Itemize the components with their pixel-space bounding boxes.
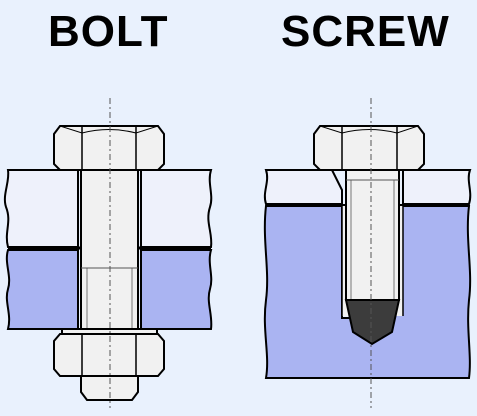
screw-shank: [345, 169, 400, 301]
bolt-bottom-plate-right: [140, 249, 213, 330]
bolt-bottom-plate: [5, 249, 79, 330]
screw-top-plate: [263, 169, 343, 205]
bolt-top-plate: [3, 169, 79, 248]
screw-top-plate-right: [402, 169, 472, 205]
screw-title: SCREW: [281, 7, 450, 56]
screw-assembly: [263, 98, 472, 408]
screw-head: [313, 125, 425, 171]
bolt-nut: [53, 333, 165, 377]
bolt-assembly: [3, 98, 213, 408]
screw-tip: [344, 299, 401, 346]
bolt-top-plate-right: [140, 169, 213, 248]
bolt-head: [53, 125, 165, 171]
bolt-title: BOLT: [48, 7, 169, 56]
